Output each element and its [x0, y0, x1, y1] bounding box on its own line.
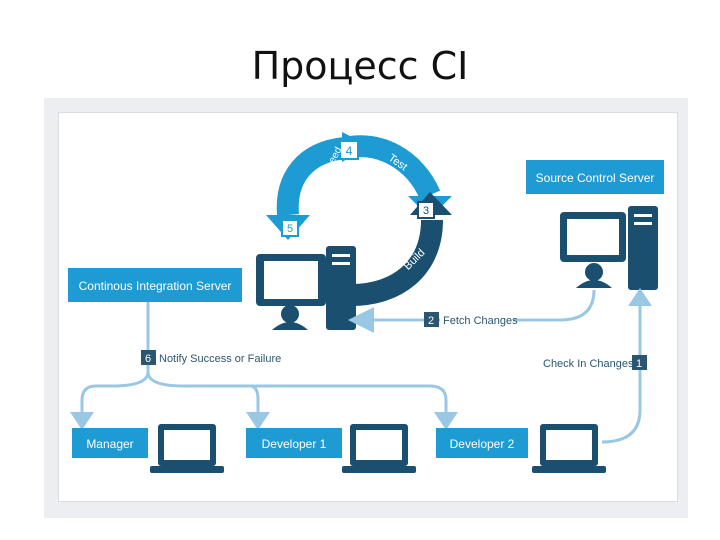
notify-connector: 6 Notify Success or Failure: [70, 302, 458, 430]
step4-badge: [339, 140, 359, 160]
developer2-label: Developer 2: [450, 437, 515, 451]
notify-step-badge: [141, 350, 156, 365]
manager-label-box: [72, 428, 148, 458]
slide-title: Процесс CI: [251, 44, 469, 88]
user-icon: [272, 305, 308, 330]
source-control-station: Source Control Server: [526, 160, 664, 290]
developer1-label-box: [246, 428, 342, 458]
laptop-icon: [342, 424, 416, 473]
step5-num: 5: [287, 223, 293, 235]
developer2-label-box: [436, 428, 528, 458]
build-arc: [351, 219, 443, 306]
laptop-icon: [532, 424, 606, 473]
step5-badge: [281, 219, 299, 237]
server-tower-icon: [326, 246, 356, 330]
manager-label: Manager: [86, 437, 133, 451]
check-in-label: Check In Changes: [543, 358, 634, 370]
fetch-step-num: 2: [428, 315, 434, 327]
source-control-label: Source Control Server: [536, 171, 655, 185]
notify-label: Notify Success or Failure: [159, 353, 281, 365]
ci-server-label: Continous Integration Server: [79, 279, 232, 293]
check-in-step-badge: [632, 355, 647, 370]
source-control-label-box: [526, 160, 664, 194]
step3-badge: [417, 201, 435, 219]
user-icon: [576, 263, 612, 288]
check-in-connector: Check In Changes 1: [538, 288, 652, 444]
server-tower-icon: [628, 206, 658, 290]
fetch-changes-label: Fetch Changes: [443, 315, 518, 327]
check-in-step-num: 1: [636, 358, 642, 370]
ci-server-station: Continous Integration Server: [68, 246, 356, 330]
step3-num: 3: [423, 205, 429, 217]
monitor-icon: [560, 212, 626, 262]
fail-succeed-arc: [276, 137, 347, 216]
fetch-changes-connector: 2 Fetch Changes: [348, 289, 596, 333]
developer1-label: Developer 1: [262, 437, 327, 451]
monitor-icon: [256, 254, 326, 306]
step4-num: 4: [346, 144, 353, 158]
ci-server-label-box: [68, 268, 242, 302]
recipient-developer-1: Developer 1: [246, 424, 416, 473]
laptop-icon: [150, 424, 224, 473]
recipient-developer-2: Developer 2: [436, 424, 606, 473]
ci-loop: 4 Test 3 Build 5 Fail or Succeed: [266, 132, 452, 306]
recipient-manager: Manager: [72, 424, 224, 473]
fetch-step-badge: [424, 312, 439, 327]
notify-step-num: 6: [145, 353, 151, 365]
